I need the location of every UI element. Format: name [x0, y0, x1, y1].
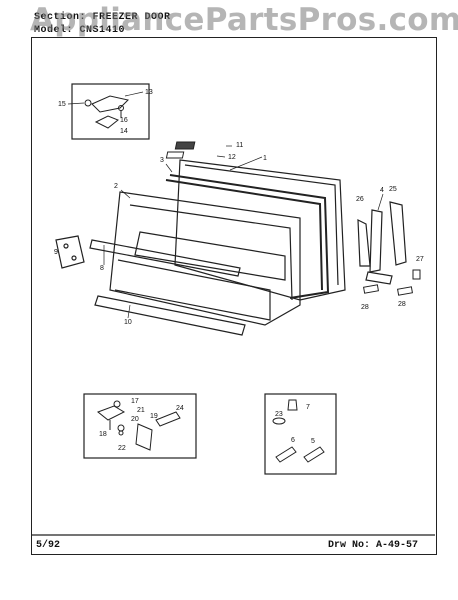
cam-assembly: [272, 399, 325, 463]
callout-25: 25: [389, 186, 397, 193]
leader-lines: [67, 91, 384, 319]
callout-28-left: 28: [361, 304, 369, 311]
shelf-bar-10: [94, 295, 246, 336]
shelf-bar-8: [89, 239, 241, 277]
callout-7: 7: [306, 404, 310, 411]
lower-hinge-assembly: [97, 400, 181, 451]
callout-11: 11: [236, 142, 243, 149]
callout-14: 14: [120, 128, 128, 135]
section-value: FREEZER DOOR: [92, 12, 171, 23]
section-label: Section:: [34, 12, 87, 23]
lower-hinge-inset-box: [83, 393, 197, 459]
callout-27: 27: [416, 256, 424, 263]
callout-23: 23: [275, 411, 283, 418]
callout-15: 15: [58, 101, 66, 108]
callout-21: 21: [137, 407, 145, 414]
door-handle-parts-4-25-26: [357, 201, 407, 285]
callout-24: 24: [176, 405, 184, 412]
callout-19: 19: [150, 413, 158, 420]
door-gasket-3: [165, 174, 330, 299]
callout-16: 16: [120, 117, 128, 124]
callout-4: 4: [380, 187, 384, 194]
callout-13: 13: [145, 89, 153, 96]
cam-inset-box: [264, 393, 337, 475]
footer-drawing-number: Drw No: A-49-57: [328, 540, 419, 551]
diagram-frame: [31, 37, 437, 555]
end-cap-9: [55, 235, 85, 269]
callout-28-right: 28: [398, 301, 406, 308]
section-title: Section: FREEZER DOOR: [34, 12, 171, 23]
callout-12: 12: [228, 154, 236, 161]
callout-1: 1: [263, 155, 267, 162]
callout-18: 18: [99, 431, 107, 438]
model-line: Model: CNS1410: [34, 25, 126, 36]
callout-3: 3: [160, 157, 164, 164]
watermark-text: AppliancePartsPros.com: [30, 2, 458, 38]
callout-5: 5: [311, 438, 315, 445]
door-liner-2: [109, 191, 301, 326]
callout-26: 26: [356, 196, 364, 203]
callout-8: 8: [100, 265, 104, 272]
footer-date: 5/92: [36, 540, 61, 551]
callout-9: 9: [54, 249, 58, 256]
callout-22: 22: [118, 445, 126, 452]
small-pads-11-12: [165, 141, 196, 159]
callout-10: 10: [124, 319, 132, 326]
clips-27-28-29: [363, 269, 421, 296]
callout-17: 17: [131, 398, 139, 405]
door-outer-panel-1: [174, 159, 346, 301]
hinge-inset-box: [71, 83, 150, 140]
callout-6: 6: [291, 437, 295, 444]
callout-2: 2: [114, 183, 118, 190]
upper-hinge-assembly: [84, 95, 129, 129]
callout-20: 20: [131, 416, 139, 423]
